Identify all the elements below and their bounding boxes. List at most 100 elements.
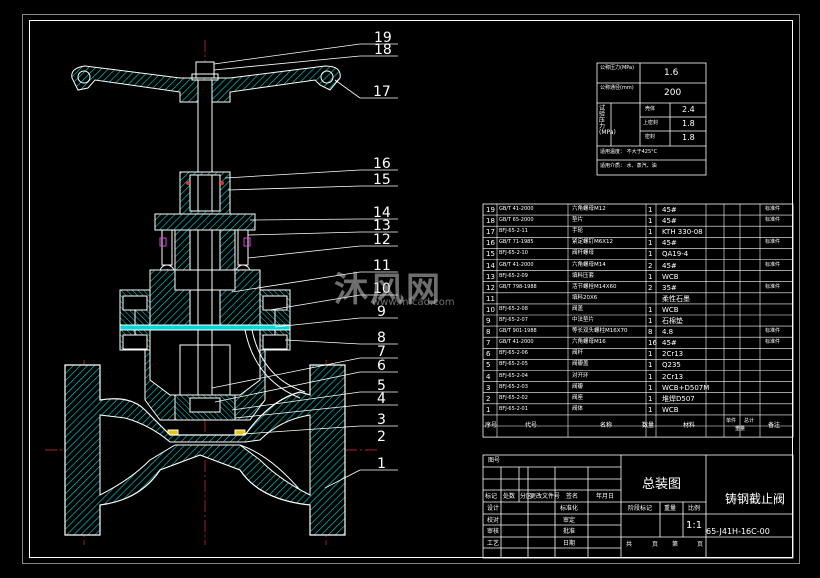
bom-row-code: BFJ-65-2-07 xyxy=(499,317,528,323)
balloon-19: 19 xyxy=(374,30,392,46)
tb-zone: 分区 xyxy=(520,493,533,500)
bom-row-note: 标准件 xyxy=(765,206,781,212)
bom-row-code: GB/T 41-2000 xyxy=(499,206,534,212)
bom-row-qty: 1 xyxy=(648,217,653,226)
bom-header-material: 材料 xyxy=(683,421,696,429)
bom-row-material: 35# xyxy=(662,283,677,292)
watermark-logo: 沐风网 xyxy=(334,270,442,310)
tb-approve: 审定 xyxy=(563,517,576,524)
scale-value: 1:1 xyxy=(686,520,703,531)
bom-row-material: 45# xyxy=(662,261,677,270)
drawing-number: 65-J41H-16C-00 xyxy=(706,527,770,536)
balloon-3: 3 xyxy=(377,412,386,428)
spec-diameter-label: 公称通径(mm) xyxy=(600,85,634,91)
bom-row-material: 45# xyxy=(662,217,677,226)
bom-row-no: 9 xyxy=(486,317,491,325)
bom-row-note: 标准件 xyxy=(765,261,781,268)
bom-row-no: 7 xyxy=(486,339,491,348)
bom-row-name: 六角螺母M12 xyxy=(572,206,606,212)
bom-row-material: WCB xyxy=(662,272,679,281)
tb-weight: 重量 xyxy=(664,505,677,512)
bom-row-no: 10 xyxy=(486,305,495,314)
bom-row-qty: 1 xyxy=(648,383,653,392)
bom-row-code: GB/T 65-2000 xyxy=(499,217,534,224)
bom-row-name: 中法垫片 xyxy=(572,317,595,323)
flow-passage xyxy=(99,414,311,496)
spec-pressure-value: 1.6 xyxy=(664,68,679,78)
bom-row-qty: 1 xyxy=(648,272,653,281)
tb-count: 处数 xyxy=(503,493,516,500)
bom-row-material: 堆焊D507 xyxy=(662,394,695,403)
tb-review: 审核 xyxy=(487,528,500,535)
spec-upper-seal-label: 上密封 xyxy=(643,120,659,126)
bom-header-qty: 数量 xyxy=(642,421,655,429)
balloon-4: 4 xyxy=(377,391,386,407)
part-name: 铸钢截止阀 xyxy=(725,492,786,506)
balloon-1: 1 xyxy=(377,456,386,472)
bom-row-qty: 1 xyxy=(648,350,653,359)
tb-seq: 图号 xyxy=(488,457,501,464)
watermark-url: www.mfcad.com xyxy=(372,297,455,308)
bom-row-code: BFJ-65-2-08 xyxy=(499,305,528,312)
bom-row-material: WCB+D507M xyxy=(662,383,710,392)
bom-row-no: 12 xyxy=(486,283,495,292)
bom-row-no: 11 xyxy=(486,294,495,303)
bom-row-material: 2Cr13 xyxy=(662,350,684,359)
bom-row-no: 6 xyxy=(486,350,491,359)
bom-row-material: 4.8 xyxy=(662,328,674,337)
bom-row-no: 15 xyxy=(486,250,495,259)
bom-row-no: 2 xyxy=(486,394,491,403)
balloon-17: 17 xyxy=(373,84,391,100)
tb-check: 校对 xyxy=(487,517,500,524)
bom-row-name: 对开环 xyxy=(572,372,589,379)
bom-row-code: BFJ-65-2-01 xyxy=(499,405,528,412)
bom-row-material: WCB xyxy=(662,305,679,314)
tb-page2: 页 xyxy=(697,541,704,548)
spec-test-label: 试验压力(MPa) xyxy=(599,105,616,136)
bom-row-name: 阀体 xyxy=(572,405,584,412)
bom-row-no: 1 xyxy=(486,405,491,414)
bom-row-no: 3 xyxy=(486,383,491,392)
bom-row-no: 19 xyxy=(486,206,495,214)
bom-row-qty: 1 xyxy=(648,372,653,381)
bom-row-note: 标准件 xyxy=(765,339,781,346)
bom-header-total: 总计 xyxy=(744,417,755,424)
bom-row-name: 阀杆螺母 xyxy=(572,250,595,257)
bom-row-name: 等长双头螺柱M16X70 xyxy=(572,328,628,335)
bom-row-name: 手轮 xyxy=(572,228,584,235)
balloon-8: 8 xyxy=(377,330,386,346)
bom-row-no: 8 xyxy=(486,328,491,337)
bom-row-name: 阀瓣盖 xyxy=(572,361,589,368)
balloon-18: 18 xyxy=(374,42,392,58)
bom-row-name: 阀座 xyxy=(572,394,584,401)
balloon-7: 7 xyxy=(377,344,386,360)
bom-header-single: 单件 xyxy=(726,417,737,424)
bom-row-material: 石棉垫 xyxy=(662,317,683,325)
bom-row-qty: 1 xyxy=(648,228,653,237)
flange-gasket xyxy=(119,324,291,331)
bom-row-material: Q235 xyxy=(662,361,681,370)
bom-row-material: 2Cr13 xyxy=(662,372,684,381)
spec-diameter-value: 200 xyxy=(664,88,682,98)
spec-seal-label: 密封 xyxy=(645,134,656,140)
spec-temp: 适用温度： 不大于425°C xyxy=(600,149,658,155)
balloon-16: 16 xyxy=(373,156,391,172)
bom-row-qty: 1 xyxy=(648,317,653,325)
bom-row-name: 六角螺母M16 xyxy=(572,339,606,346)
bom-row-name: 阀瓣 xyxy=(572,383,584,390)
bom-row-no: 17 xyxy=(486,228,495,237)
spec-shell-label: 壳体 xyxy=(645,106,656,112)
bom-row-qty: 16 xyxy=(648,339,657,348)
spec-upper-seal-value: 1.8 xyxy=(682,119,695,128)
bom-row-no: 5 xyxy=(486,361,491,370)
bom-row-name: 垫片 xyxy=(572,217,584,224)
bom-row-name: 六角螺母M14 xyxy=(572,261,606,268)
bom-row-material: 45# xyxy=(662,239,677,248)
bom-row-no: 13 xyxy=(486,272,495,281)
balloon-15: 15 xyxy=(373,172,391,188)
spec-medium: 适用介质： 水、蒸汽、油 xyxy=(600,163,657,169)
bom-row-no: 18 xyxy=(486,217,495,226)
